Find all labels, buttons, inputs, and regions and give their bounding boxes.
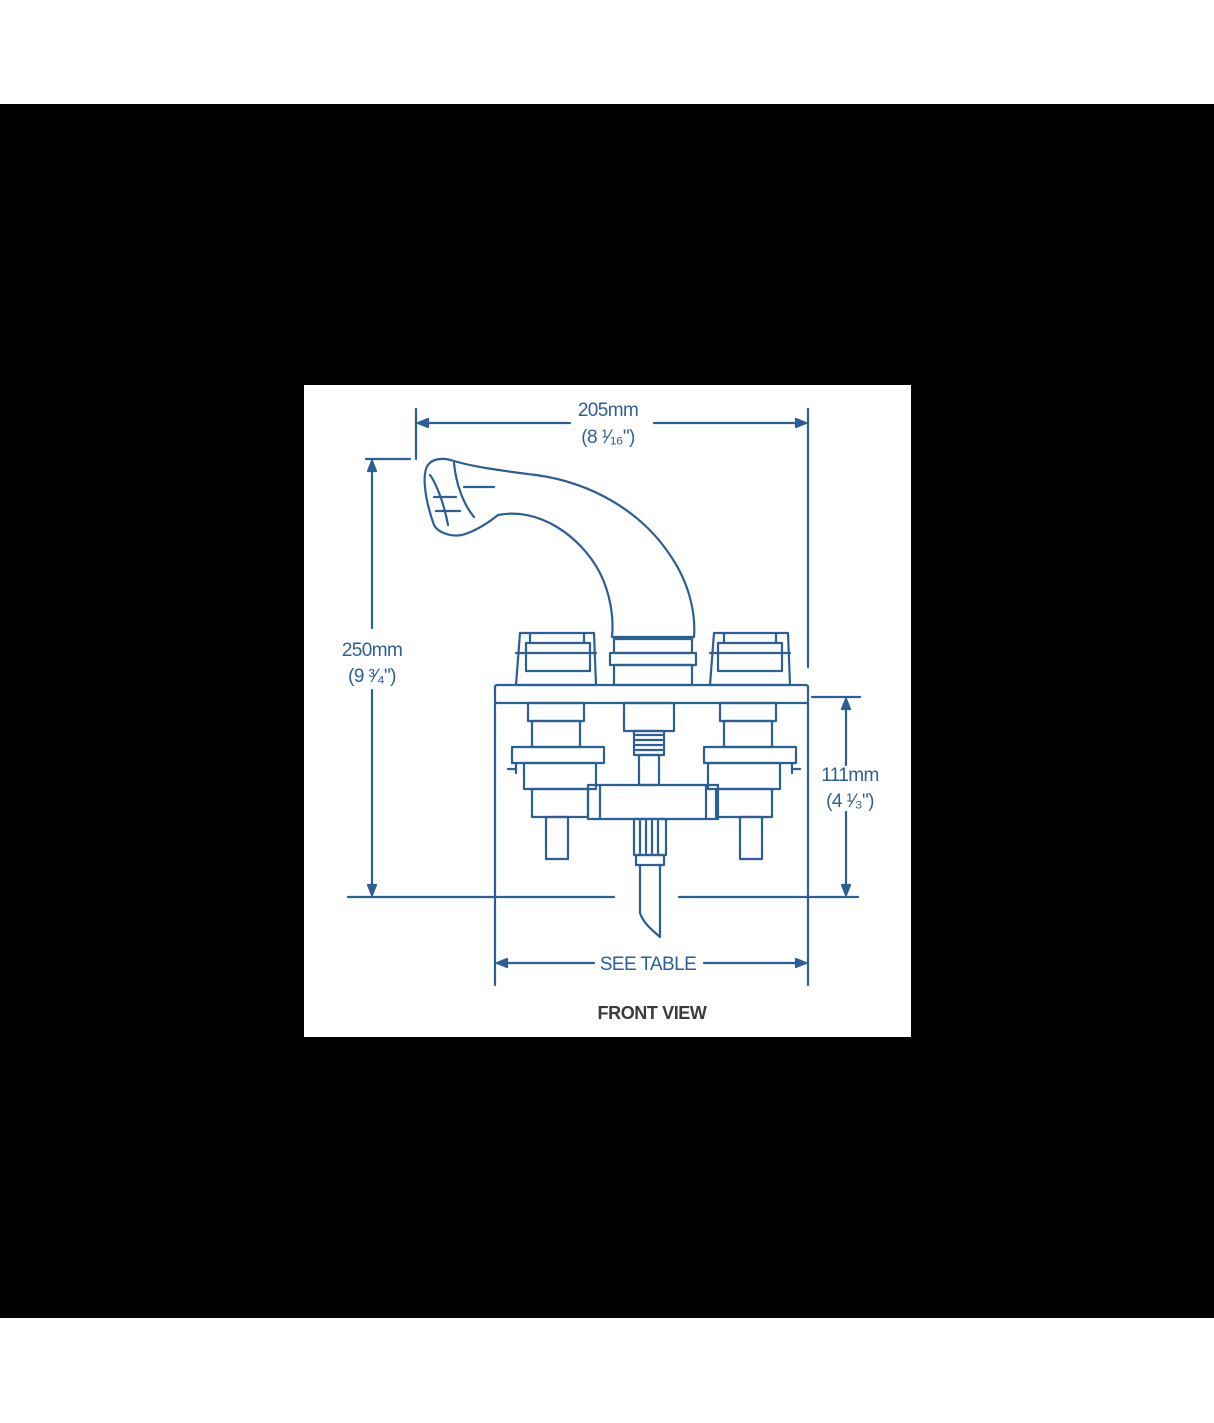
right-valve-body — [702, 701, 802, 861]
height-in-label: (9 ³⁄₄") — [348, 666, 396, 687]
deck-plate — [493, 683, 810, 705]
spout-collar — [608, 637, 698, 687]
width-mm-label: 205mm — [578, 400, 638, 421]
depth-mm-label: 111mm — [821, 765, 879, 786]
depth-in-label: (4 ¹⁄₃") — [826, 791, 874, 812]
left-handle — [514, 631, 598, 687]
spout — [423, 457, 696, 639]
right-handle — [708, 631, 792, 687]
drawing-panel: 205mm (8 ¹⁄₁₆") 250mm (9 ³⁄₄") 111mm (4 … — [304, 385, 911, 1037]
center-stem — [586, 701, 720, 939]
width-in-label: (8 ¹⁄₁₆") — [581, 427, 635, 448]
height-mm-label: 250mm — [342, 640, 402, 661]
left-valve-body — [506, 701, 606, 861]
depth-dimension — [810, 695, 862, 897]
see-table-label: SEE TABLE — [600, 954, 696, 975]
height-dimension — [346, 457, 860, 899]
base-width-dimension — [493, 701, 810, 987]
faucet-front-view-drawing: 205mm (8 ¹⁄₁₆") 250mm (9 ³⁄₄") 111mm (4 … — [342, 400, 880, 1023]
front-view-caption: FRONT VIEW — [598, 1003, 707, 1023]
width-dimension — [414, 407, 810, 669]
dimension-labels: 205mm (8 ¹⁄₁₆") 250mm (9 ³⁄₄") 111mm (4 … — [342, 400, 880, 975]
